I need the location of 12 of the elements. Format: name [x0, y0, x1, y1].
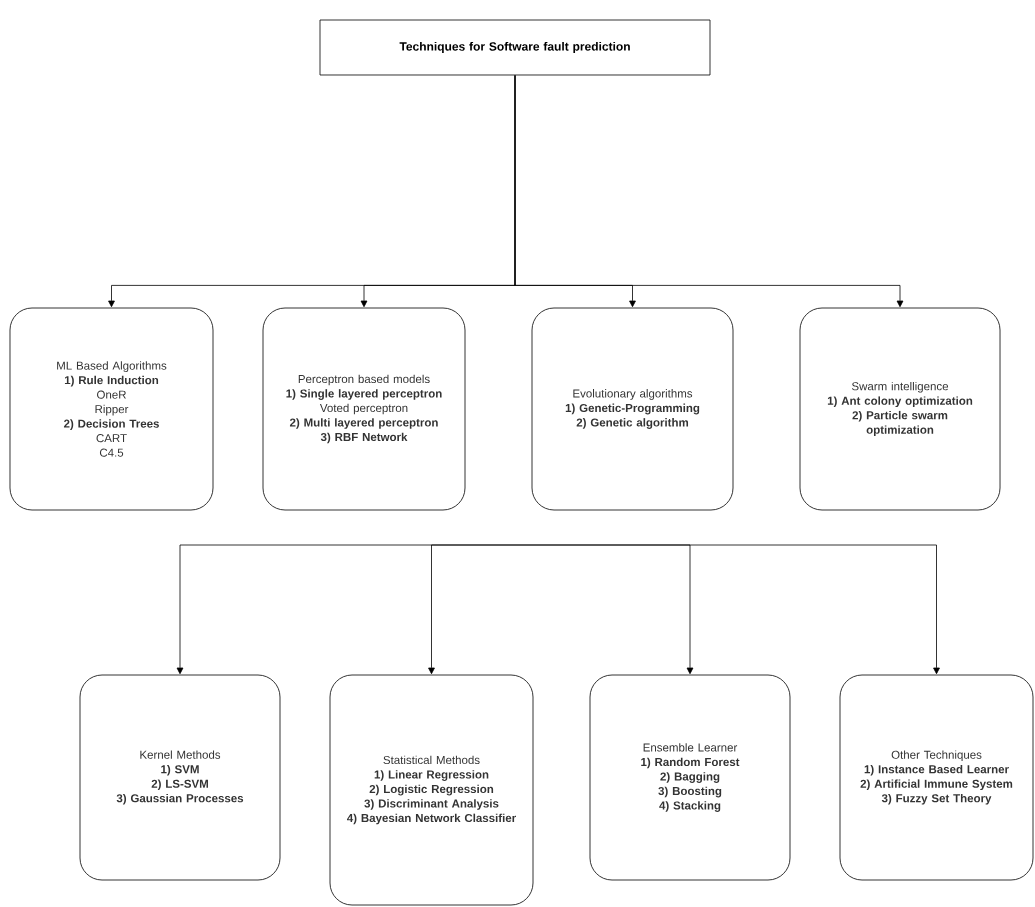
category-box: Kernel Methods 1) SVM 2) LS-SVM 3) Gaussian Processes: [79, 674, 281, 881]
category-box: Swarm intelligence 1) Ant colony optimization 2) Particle swarm optimization: [799, 307, 1001, 511]
arrow: [514, 544, 940, 675]
title-box: Techniques for Software fault prediction: [319, 19, 711, 76]
arrow: [514, 75, 904, 308]
category-box: Statistical Methods 1) Linear Regression 2) Logistic Regression 3) Discriminant Analysis 4) Bayesian Network Classifier: [329, 674, 534, 906]
category-box: Evolutionary algorithms 1) Genetic-Programming 2) Genetic algorithm: [531, 307, 734, 511]
category-box: ML Based Algorithms 1) Rule Induction OneR Ripper 2) Decision Trees CART C4.5: [9, 307, 214, 511]
arrow: [428, 544, 516, 675]
category-box: Other Techniques 1) Instance Based Learner 2) Artificial Immune System 3) Fuzzy Set Theory: [839, 674, 1034, 881]
category-box: Perceptron based models 1) Single layered perceptron Voted perceptron 2) Multi layered perceptron 3) RBF Network: [262, 307, 466, 511]
category-box: Ensemble Learner 1) Random Forest 2) Bagging 3) Boosting 4) Stacking: [589, 674, 791, 881]
